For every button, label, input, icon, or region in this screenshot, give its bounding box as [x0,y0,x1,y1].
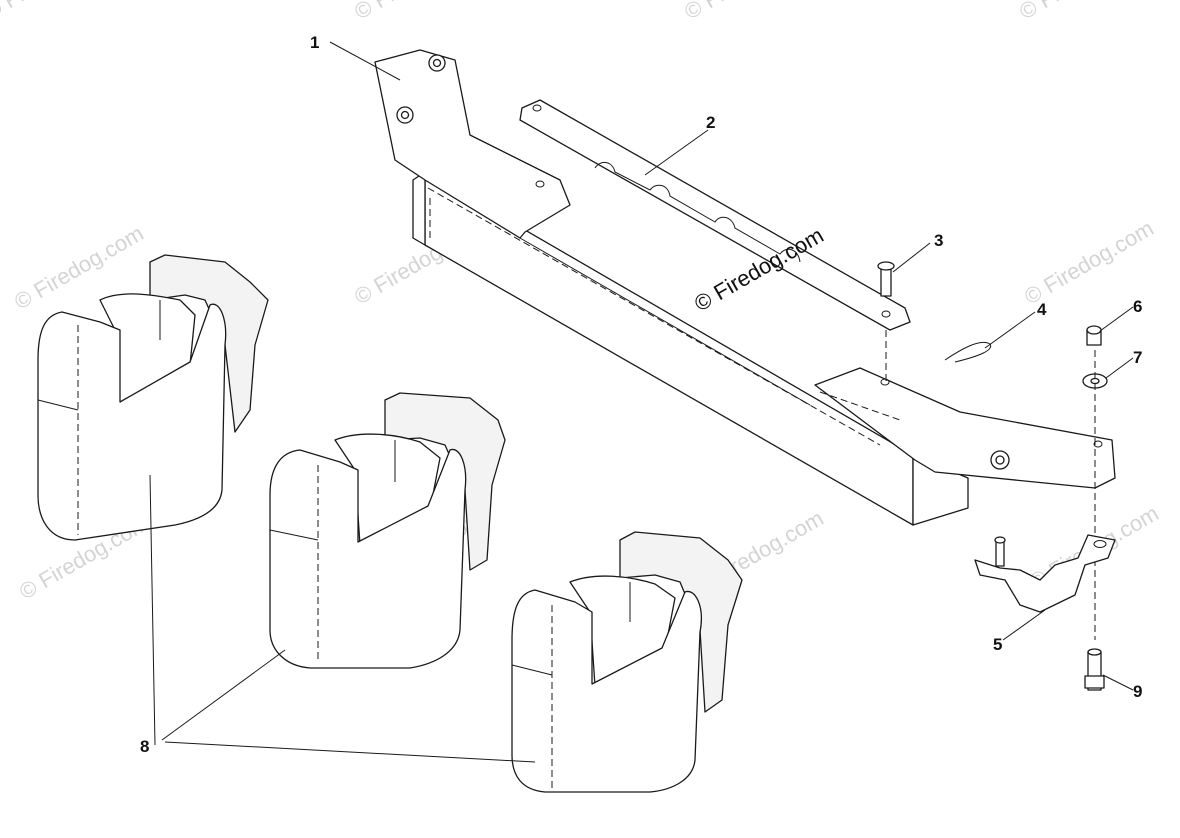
callout-5: 5 [993,635,1002,654]
callout-9: 9 [1133,682,1142,701]
callouts: 1 2 3 4 5 6 7 8 9 [140,33,1142,756]
callout-1: 1 [310,33,319,52]
leader-lines [149,41,1134,763]
callout-6: 6 [1133,297,1142,316]
watermark-faint: © Firedog.com [0,0,118,24]
callout-4: 4 [1037,300,1047,319]
callout-7: 7 [1133,348,1142,367]
suitcase-weight-2 [269,392,506,669]
callout-2: 2 [706,113,715,132]
nut [1086,325,1102,346]
watermark-faint: © Firedog.com [680,0,818,24]
clevis-pin [877,261,895,385]
hairpin-clip [944,342,992,363]
watermark-faint: © Firedog.com [350,0,488,24]
bolt [1084,648,1105,691]
watermark-faint: © Firedog.com [1020,215,1158,309]
watermark-faint: © Firedog.com [1015,0,1153,24]
mounting-bar [519,99,911,331]
suitcase-weight-1 [37,254,269,541]
mounting-plate [974,534,1116,613]
callout-8: 8 [140,737,149,756]
weight-bracket [374,49,1116,526]
suitcase-weight-3 [511,531,743,793]
callout-3: 3 [934,231,943,250]
